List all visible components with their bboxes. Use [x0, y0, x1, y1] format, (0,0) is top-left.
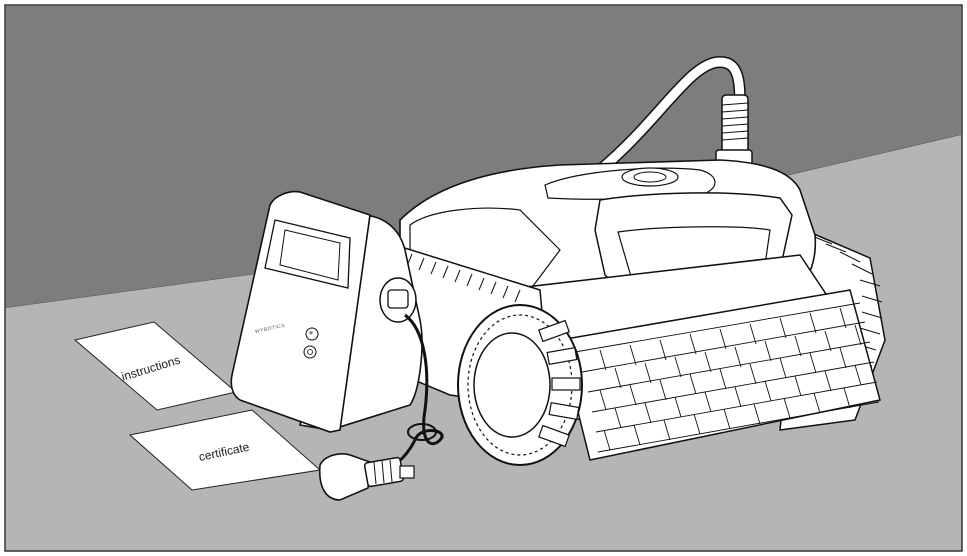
wall — [6, 6, 961, 308]
asterisk-icon[interactable]: * — [305, 327, 319, 341]
instructions-card: instructions — [73, 321, 238, 411]
brush-roller — [559, 289, 881, 461]
top-port — [621, 167, 679, 187]
power-plug — [318, 453, 415, 501]
psu-cable-connector — [379, 277, 417, 323]
certificate-card: certificate — [128, 409, 322, 491]
svg-text:*: * — [309, 330, 313, 339]
wheel-hub — [473, 332, 551, 438]
power-icon[interactable] — [303, 345, 317, 359]
psu-handle — [264, 219, 351, 289]
power-supply-unit: WYBOTICS * — [230, 190, 423, 433]
front-wheel — [457, 304, 583, 466]
